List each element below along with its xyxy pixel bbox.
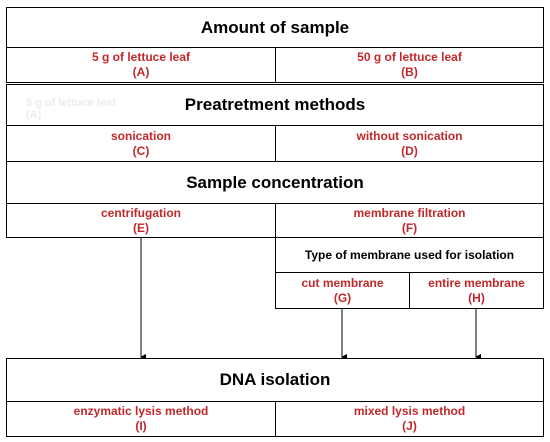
amount-of-sample-title: Amount of sample: [200, 17, 350, 37]
option-a-code: (A): [132, 65, 150, 79]
membrane-type-header: Type of membrane used for isolation: [275, 237, 544, 273]
option-f: membrane filtration (F): [275, 203, 544, 238]
option-b: 50 g of lettuce leaf (B): [275, 47, 544, 83]
option-h-code: (H): [468, 290, 485, 305]
option-i-code: (I): [135, 419, 147, 433]
amount-of-sample-header: Amount of sample: [6, 7, 544, 48]
option-e: centrifugation (E): [6, 203, 276, 238]
option-h: entire membrane (H): [409, 272, 544, 309]
option-j-code: (J): [402, 419, 417, 433]
option-g-label: cut membrane: [301, 275, 384, 290]
option-a-label: 5 g of lettuce leaf: [91, 50, 191, 64]
option-i-label: enzymatic lysis method: [73, 404, 209, 418]
option-g-code: (G): [333, 290, 352, 305]
option-d-code: (D): [401, 143, 418, 158]
option-c: sonication (C): [6, 125, 276, 162]
option-e-label: centrifugation: [101, 205, 181, 220]
option-j: mixed lysis method (J): [275, 401, 544, 437]
membrane-type-title: Type of membrane used for isolation: [304, 248, 515, 262]
option-a: 5 g of lettuce leaf (A): [6, 47, 276, 83]
option-d-label: without sonication: [356, 128, 463, 143]
pretreatment-header: Preatretment methods: [6, 84, 544, 126]
option-b-label: 50 g of lettuce leaf: [357, 50, 462, 64]
sample-concentration-header: Sample concentration: [6, 161, 544, 204]
option-b-code: (B): [401, 65, 418, 79]
option-j-label: mixed lysis method: [353, 404, 466, 418]
dna-isolation-title: DNA isolation: [219, 370, 331, 389]
option-c-code: (C): [132, 143, 150, 158]
option-c-label: sonication: [110, 128, 171, 143]
option-e-code: (E): [133, 220, 149, 235]
sample-concentration-title: Sample concentration: [186, 172, 364, 192]
option-f-code: (F): [401, 220, 418, 235]
option-i: enzymatic lysis method (I): [6, 401, 276, 437]
option-h-label: entire membrane: [428, 275, 525, 290]
option-f-label: membrane filtration: [353, 205, 466, 220]
pretreatment-title: Preatretment methods: [184, 95, 366, 114]
dna-isolation-header: DNA isolation: [6, 358, 544, 402]
